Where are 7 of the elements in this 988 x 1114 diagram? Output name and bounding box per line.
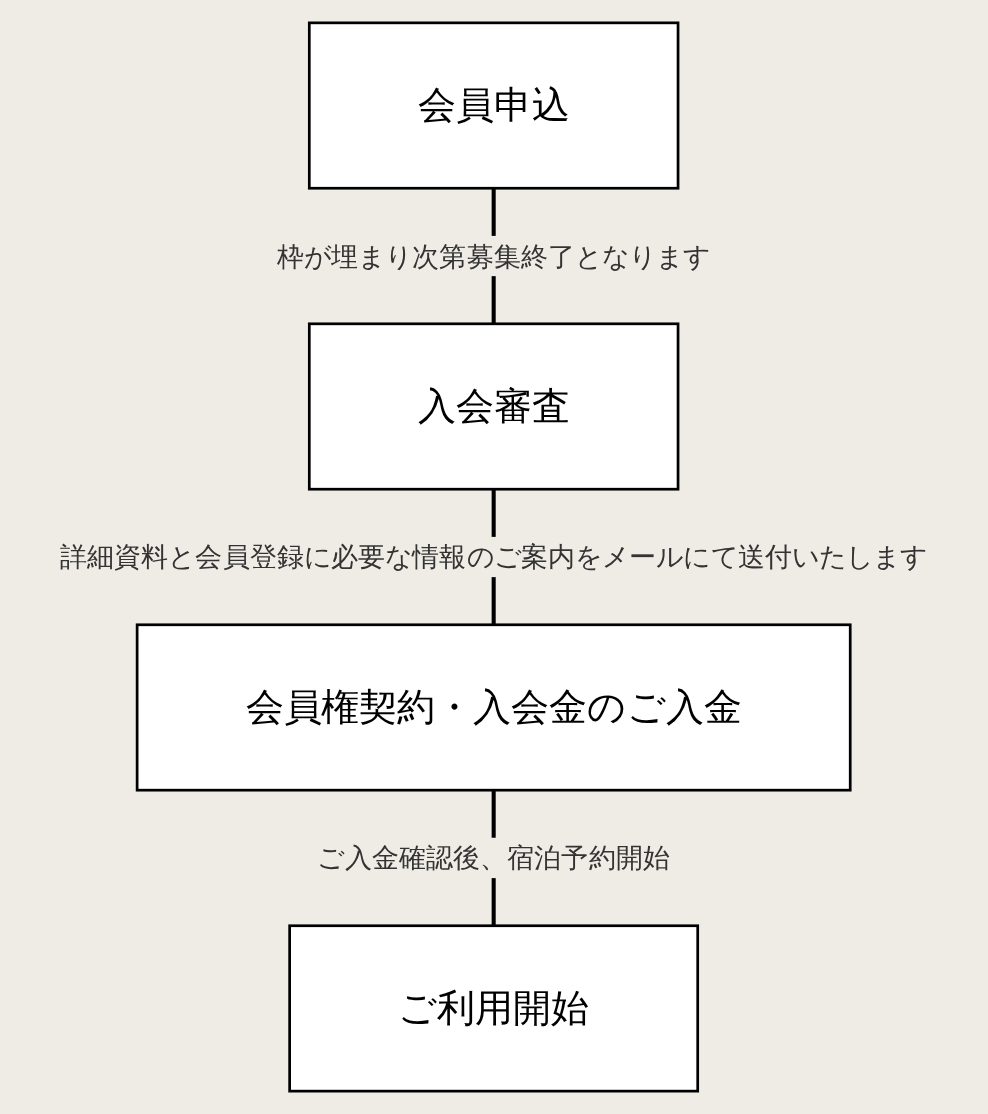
process-box: 会員申込	[308, 21, 680, 190]
edge-label: 枠が埋まり次第募集終了となります	[277, 235, 711, 277]
edge-label: ご入金確認後、宿泊予約開始	[317, 837, 671, 879]
process-box: 会員権契約・入会金のご入金	[136, 623, 852, 792]
edge-label: 詳細資料と会員登録に必要な情報のご案内をメールにて送付いたします	[60, 536, 928, 578]
process-box: ご利用開始	[288, 924, 700, 1093]
process-box: 入会審査	[308, 322, 680, 491]
